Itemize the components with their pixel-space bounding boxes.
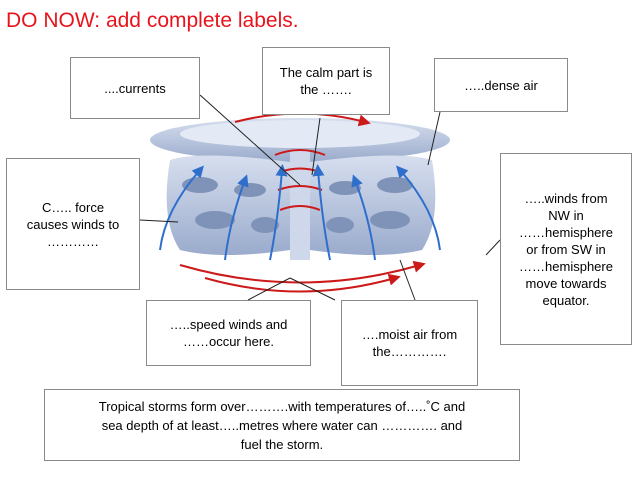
label-winds-box[interactable]: …..winds from NW in ……hemisphere or from… (500, 153, 632, 345)
label-currents: ....currents (104, 80, 166, 96)
label-calm-box[interactable]: The calm part is the ……. (262, 47, 390, 115)
hurricane-diagram (150, 112, 450, 293)
page-title: DO NOW: add complete labels. (6, 9, 299, 32)
label-dense-air: …..dense air (464, 77, 538, 93)
label-moist-air-box[interactable]: ….moist air from the…………. (341, 300, 478, 386)
label-force: C….. force causes winds to ………… (26, 199, 120, 249)
label-speed-box[interactable]: …..speed winds and ……occur here. (146, 300, 311, 366)
label-winds: …..winds from NW in ……hemisphere or from… (519, 190, 613, 308)
label-force-box[interactable]: C….. force causes winds to ………… (6, 158, 140, 290)
label-speed: …..speed winds and ……occur here. (169, 317, 288, 349)
label-dense-air-box[interactable]: …..dense air (434, 58, 568, 112)
label-calm: The calm part is the ……. (279, 65, 373, 97)
label-currents-box[interactable]: ....currents (70, 57, 200, 119)
label-moist-air: ….moist air from the…………. (361, 327, 458, 359)
bottom-text: Tropical storms form over……….with temper… (98, 398, 466, 452)
bottom-text-box[interactable]: Tropical storms form over……….with temper… (44, 389, 520, 461)
